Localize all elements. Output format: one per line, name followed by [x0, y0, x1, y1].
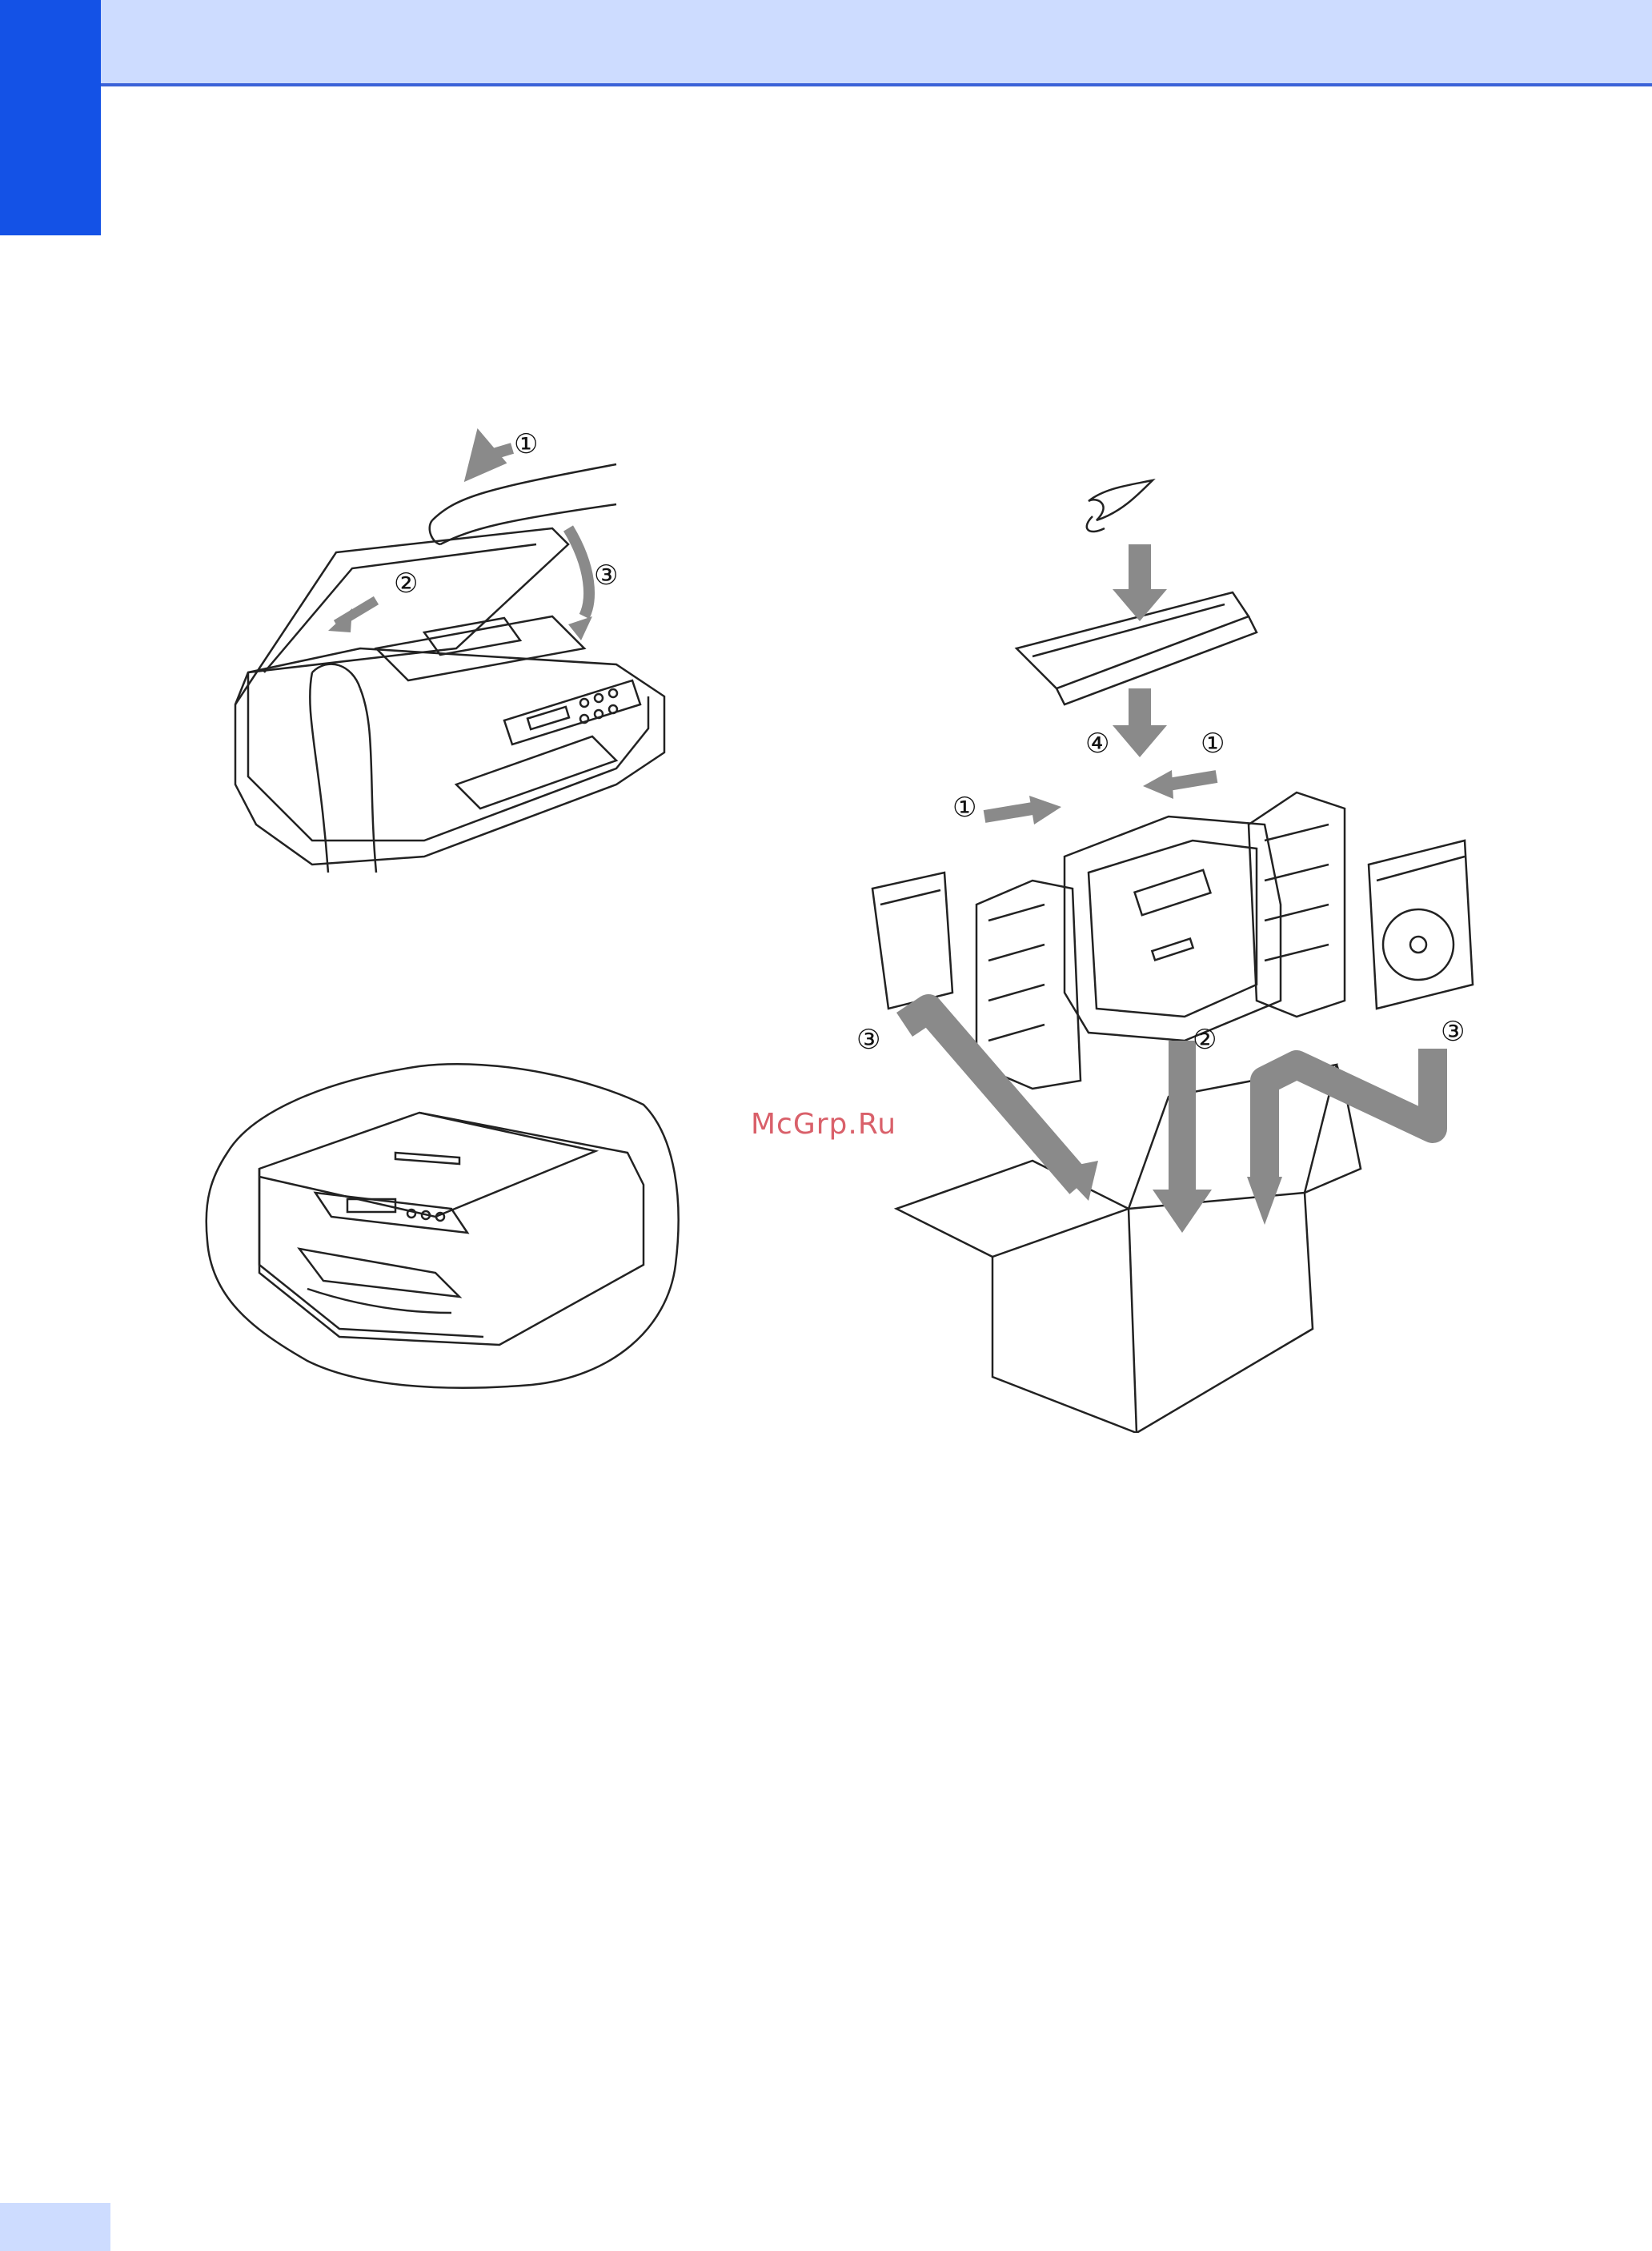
- step-3-right-label: ③: [1441, 1016, 1465, 1048]
- step-2-label: ②: [394, 568, 418, 600]
- packing-illustration: ④ ① ① ③ ② ③: [848, 472, 1505, 1433]
- bagged-unit-illustration: [195, 1057, 692, 1393]
- page-number-tab: [0, 2203, 110, 2251]
- open-scanner-illustration: ① ② ③: [216, 408, 680, 873]
- step-1-right-label: ①: [1201, 728, 1225, 760]
- step-3-label: ③: [594, 560, 618, 592]
- chapter-tab: [0, 0, 101, 235]
- page-header-band: [101, 0, 1652, 86]
- step-1-left-label: ①: [952, 792, 976, 824]
- step-1-label: ①: [514, 428, 538, 460]
- watermark: McGrp.Ru: [751, 1108, 896, 1141]
- step-2-label: ②: [1193, 1024, 1217, 1056]
- step-4-label: ④: [1085, 728, 1109, 760]
- step-3-left-label: ③: [856, 1024, 880, 1056]
